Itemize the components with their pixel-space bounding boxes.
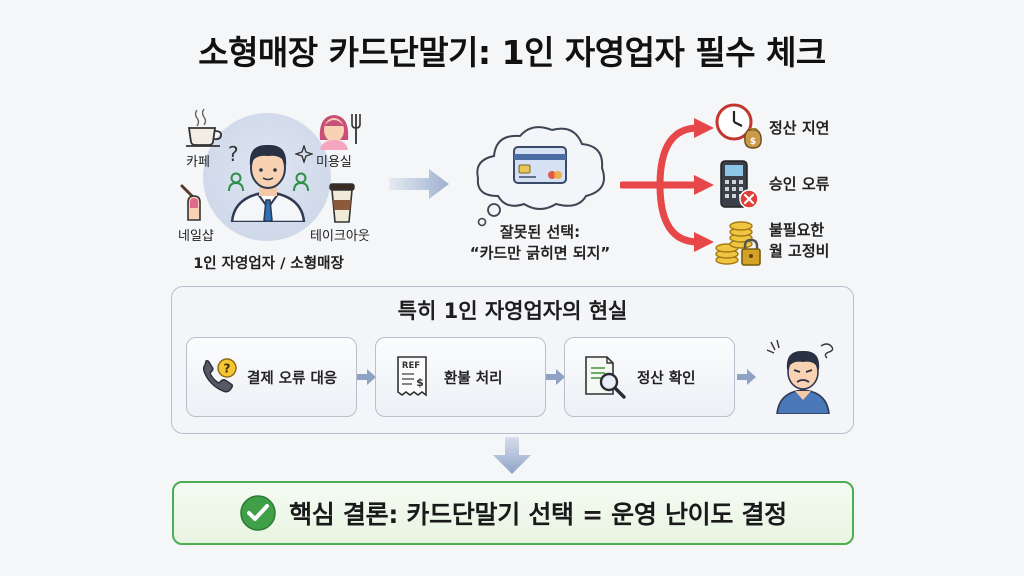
wrong-choice-line2: “카드만 긁히면 되지”	[469, 244, 611, 262]
card-terminal-error-icon	[720, 160, 759, 209]
step-refund-label: 환불 처리	[444, 370, 503, 387]
shop-owner-icon	[230, 144, 306, 222]
step-arrow-3	[737, 369, 756, 385]
svg-text:$: $	[416, 376, 424, 389]
refund-receipt-icon: REF $	[397, 356, 427, 397]
credit-card-icon	[513, 146, 567, 184]
customer-icon-right	[293, 172, 309, 192]
hairdresser-icon	[319, 114, 361, 150]
coffee-cup-icon	[186, 108, 223, 147]
svg-text:?: ?	[224, 362, 231, 376]
conclusion-banner: 핵심 결론: 카드단말기 선택 = 운영 난이도 결정	[172, 481, 854, 545]
flow-arrow-to-thought	[389, 169, 449, 199]
page-title: 소형매장 카드단말기: 1인 자영업자 필수 체크	[198, 33, 826, 72]
label-beauty-salon: 미용실	[316, 155, 352, 170]
conclusion-text: 핵심 결론: 카드단말기 선택 = 운영 난이도 결정	[289, 500, 787, 529]
step-refund: REF $ 환불 처리	[375, 337, 546, 417]
svg-text:$: $	[750, 137, 756, 147]
receipt-ref-text: REF	[402, 361, 420, 371]
takeout-cup-icon	[329, 183, 355, 223]
clock-moneybag-icon: $	[715, 103, 762, 149]
stressed-owner-icon	[766, 339, 834, 414]
red-branch-arrows	[620, 118, 714, 252]
step-payment-error: ? 결제 오류 대응	[186, 337, 357, 417]
customer-icon-left	[228, 172, 244, 192]
label-takeout: 테이크아웃	[310, 229, 370, 244]
label-nail-shop: 네일샵	[178, 229, 214, 244]
document-magnifier-icon	[585, 356, 626, 399]
step-settlement-check: 정산 확인	[564, 337, 735, 417]
result-fixed-cost: 불필요한 월 고정비	[769, 220, 829, 262]
result-fixed-cost-line2: 월 고정비	[769, 242, 830, 260]
check-circle-icon	[240, 495, 276, 531]
reality-title: 특히 1인 자영업자의 현실	[397, 299, 628, 323]
result-approval-error: 승인 오류	[769, 175, 830, 193]
question-mark: ?	[228, 142, 239, 166]
owner-caption: 1인 자영업자 / 소형매장	[193, 256, 344, 272]
down-arrow-to-conclusion	[493, 437, 531, 474]
label-cafe: 카페	[186, 155, 210, 170]
nail-polish-icon	[180, 184, 201, 221]
coins-lock-icon	[715, 221, 761, 266]
result-fixed-cost-line1: 불필요한	[769, 221, 825, 239]
wrong-choice-text: 잘못된 선택: “카드만 긁히면 되지”	[450, 222, 630, 264]
result-settlement-delay: 정산 지연	[769, 119, 830, 137]
step-settlement-check-label: 정산 확인	[637, 370, 696, 387]
step-arrow-2	[546, 369, 565, 385]
phone-question-icon: ?	[202, 358, 237, 393]
sparkle-icon	[295, 145, 313, 163]
wrong-choice-line1: 잘못된 선택:	[499, 223, 581, 241]
step-arrow-1	[357, 369, 376, 385]
step-payment-error-label: 결제 오류 대응	[247, 370, 338, 387]
